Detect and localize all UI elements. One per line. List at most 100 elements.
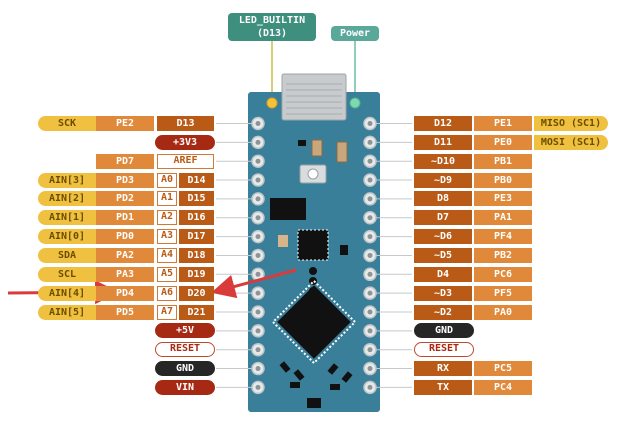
right-pin-label: D7 — [414, 210, 472, 226]
header-pin-hole — [367, 271, 373, 277]
header-pin-hole — [367, 177, 373, 183]
left-analog-label: A6 — [157, 285, 177, 301]
header-pin-hole — [367, 309, 373, 315]
left-pin-label: D21 — [179, 304, 214, 320]
left-pin-label: +5V — [155, 323, 215, 339]
via-icon — [309, 277, 317, 285]
right-port-label: PB1 — [474, 153, 532, 169]
header-pin-hole — [255, 366, 261, 372]
header-pin-hole — [367, 290, 373, 296]
header-pin-hole — [367, 158, 373, 164]
right-function-label: MOSI (SC1) — [534, 134, 608, 150]
led-builtin-pin-label: (D13) — [256, 28, 288, 39]
header-pin-hole — [367, 366, 373, 372]
left-analog-label: A7 — [157, 304, 177, 320]
header-pin-hole — [255, 177, 261, 183]
left-pin-label: D18 — [179, 247, 214, 263]
right-port-label: PC4 — [474, 379, 532, 395]
left-port-label: PE2 — [96, 116, 154, 131]
left-port-label: PD3 — [96, 172, 154, 188]
left-pin-label: RESET — [155, 342, 215, 358]
header-pin-hole — [255, 309, 261, 315]
header-pin-hole — [367, 328, 373, 334]
left-port-label: PA2 — [96, 247, 154, 263]
left-pin-label: GND — [155, 361, 215, 377]
right-port-label: PA0 — [474, 304, 532, 320]
via-icon — [309, 267, 317, 275]
left-function-label: AIN[0] — [38, 229, 96, 245]
led-builtin-label: LED_BUILTIN — [238, 15, 306, 26]
fuse-component — [311, 139, 323, 157]
header-pin-hole — [255, 347, 261, 353]
left-pin-label: D13 — [157, 116, 214, 131]
right-pin-label: ~D9 — [414, 172, 472, 188]
right-pin-label: ~D6 — [414, 229, 472, 245]
right-port-label: PE0 — [474, 134, 532, 150]
right-port-label: PA1 — [474, 210, 532, 226]
left-pin-label: AREF — [157, 153, 214, 169]
header-pin-hole — [255, 252, 261, 258]
left-function-label: AIN[4] — [38, 285, 96, 301]
header-pin-hole — [255, 215, 261, 221]
power-led-icon — [349, 97, 361, 109]
annotation-arrow-right — [211, 268, 297, 299]
right-port-label: PC5 — [474, 361, 532, 377]
left-port-label: PD2 — [96, 191, 154, 207]
header-pin-hole — [255, 196, 261, 202]
right-port-label: PC6 — [474, 266, 532, 282]
left-port-label: PA3 — [96, 266, 154, 282]
left-pin-label: D14 — [179, 172, 214, 188]
left-port-label: PD7 — [96, 153, 154, 169]
header-pin-hole — [367, 121, 373, 126]
left-analog-label: A3 — [157, 229, 177, 245]
left-function-label: AIN[1] — [38, 210, 96, 226]
left-port-label: PD4 — [96, 285, 154, 301]
header-pin-hole — [367, 347, 373, 353]
right-pin-label: D4 — [414, 266, 472, 282]
power-callout: Power — [331, 26, 379, 41]
right-pin-label: D12 — [414, 116, 472, 131]
smd-component — [307, 398, 321, 408]
header-pin-hole — [255, 290, 261, 296]
left-analog-label: A1 — [157, 191, 177, 207]
left-pin-label: D19 — [179, 266, 214, 282]
reset-button-cap — [307, 168, 319, 180]
crystal-component — [278, 235, 288, 247]
header-pin-hole — [255, 158, 261, 164]
smd-components-bottom — [279, 361, 353, 390]
header-pin-hole — [255, 121, 261, 126]
header-pin-hole — [367, 196, 373, 202]
ic-chip-small — [270, 198, 306, 220]
right-pin-label: TX — [414, 379, 472, 395]
header-pin-hole — [255, 328, 261, 334]
left-port-label: PD5 — [96, 304, 154, 320]
smd-component — [298, 140, 306, 146]
left-pin-label: D17 — [179, 229, 214, 245]
right-pin-label: ~D2 — [414, 304, 472, 320]
ic-chip-wifi — [297, 229, 329, 261]
header-pin-hole — [367, 234, 373, 240]
left-pin-label: VIN — [155, 379, 215, 395]
left-function-label: SDA — [38, 247, 96, 263]
left-analog-label: A2 — [157, 210, 177, 226]
right-pin-label: D11 — [414, 134, 472, 150]
left-analog-label: A4 — [157, 247, 177, 263]
main-microcontroller — [271, 279, 357, 365]
right-pin-label: GND — [414, 323, 474, 339]
right-pin-label: ~D3 — [414, 285, 472, 301]
right-port-label: PE3 — [474, 191, 532, 207]
header-pin-hole — [367, 215, 373, 221]
right-port-label: PF5 — [474, 285, 532, 301]
header-pin-hole — [367, 252, 373, 258]
left-function-label: SCK — [38, 116, 96, 131]
header-pin-hole — [367, 384, 373, 390]
right-pin-label: RX — [414, 361, 472, 377]
usb-connector — [281, 73, 347, 121]
left-pin-label: D15 — [179, 191, 214, 207]
left-function-label: SCL — [38, 266, 96, 282]
header-pin-hole — [255, 384, 261, 390]
right-port-label: PF4 — [474, 229, 532, 245]
right-pin-label: ~D10 — [414, 153, 472, 169]
left-function-label: AIN[5] — [38, 304, 96, 320]
